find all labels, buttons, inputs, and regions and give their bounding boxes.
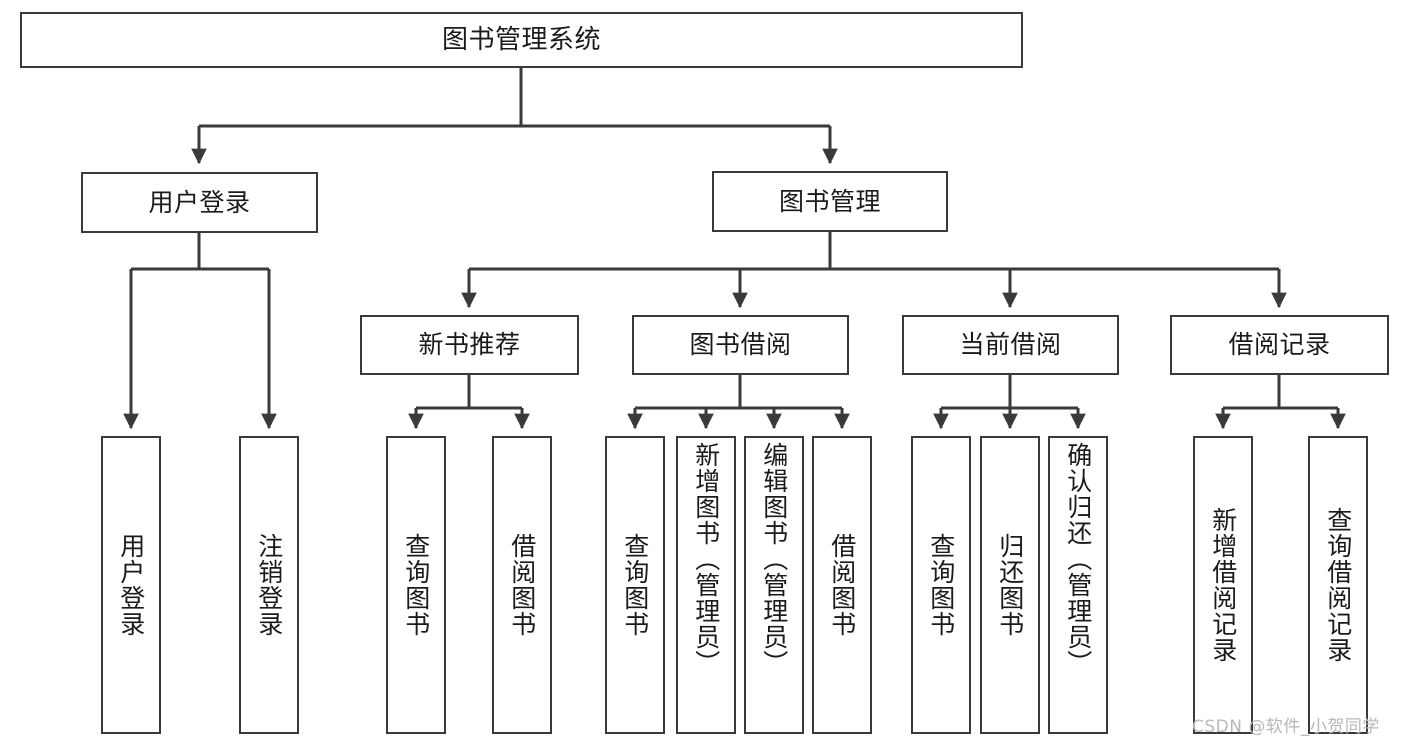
node-leaf-borrow-book-1-label: 借阅图书 xyxy=(507,533,537,637)
node-book-management[interactable]: 图书管理 xyxy=(712,171,948,232)
node-leaf-return-book-label: 归还图书 xyxy=(995,533,1025,637)
node-new-book-recommend[interactable]: 新书推荐 xyxy=(360,315,579,375)
node-leaf-user-login-label: 用户登录 xyxy=(116,533,146,637)
node-book-management-label: 图书管理 xyxy=(778,186,881,216)
node-leaf-return-book[interactable]: 归还图书 xyxy=(980,436,1040,734)
node-user-login-label: 用户登录 xyxy=(148,187,251,217)
node-leaf-query-book-3-label: 查询图书 xyxy=(926,533,956,637)
node-current-borrow[interactable]: 当前借阅 xyxy=(902,315,1119,375)
node-current-borrow-label: 当前借阅 xyxy=(959,330,1062,360)
node-user-login[interactable]: 用户登录 xyxy=(81,172,318,233)
node-borrow-record-label: 借阅记录 xyxy=(1228,330,1331,360)
node-leaf-user-login[interactable]: 用户登录 xyxy=(101,436,161,734)
node-leaf-query-record-label: 查询借阅记录 xyxy=(1323,507,1353,663)
node-leaf-borrow-book-2[interactable]: 借阅图书 xyxy=(812,436,872,734)
node-new-book-recommend-label: 新书推荐 xyxy=(418,330,521,360)
node-book-borrow-label: 图书借阅 xyxy=(689,330,792,360)
node-leaf-query-book-2[interactable]: 查询图书 xyxy=(605,436,665,734)
node-leaf-query-book-2-label: 查询图书 xyxy=(620,533,650,637)
node-leaf-add-book-label: 新增图书（管理员） xyxy=(691,442,721,676)
node-leaf-add-record-label: 新增借阅记录 xyxy=(1208,507,1238,663)
node-leaf-add-book[interactable]: 新增图书（管理员） xyxy=(676,436,736,734)
node-book-borrow[interactable]: 图书借阅 xyxy=(632,315,849,375)
node-leaf-query-book-1-label: 查询图书 xyxy=(401,533,431,637)
node-leaf-query-book-3[interactable]: 查询图书 xyxy=(911,436,971,734)
node-root-label: 图书管理系统 xyxy=(441,24,601,55)
node-leaf-add-record[interactable]: 新增借阅记录 xyxy=(1193,436,1253,734)
node-root[interactable]: 图书管理系统 xyxy=(20,12,1023,68)
node-leaf-user-logout[interactable]: 注销登录 xyxy=(239,436,299,734)
node-leaf-borrow-book-2-label: 借阅图书 xyxy=(827,533,857,637)
node-leaf-edit-book[interactable]: 编辑图书（管理员） xyxy=(744,436,804,734)
node-leaf-edit-book-label: 编辑图书（管理员） xyxy=(759,442,789,676)
node-leaf-confirm-return[interactable]: 确认归还（管理员） xyxy=(1048,436,1108,734)
node-leaf-confirm-return-label: 确认归还（管理员） xyxy=(1063,442,1093,676)
node-leaf-user-logout-label: 注销登录 xyxy=(254,533,284,637)
node-leaf-borrow-book-1[interactable]: 借阅图书 xyxy=(492,436,552,734)
node-borrow-record[interactable]: 借阅记录 xyxy=(1170,315,1389,375)
node-leaf-query-book-1[interactable]: 查询图书 xyxy=(386,436,446,734)
node-leaf-query-record[interactable]: 查询借阅记录 xyxy=(1308,436,1368,734)
